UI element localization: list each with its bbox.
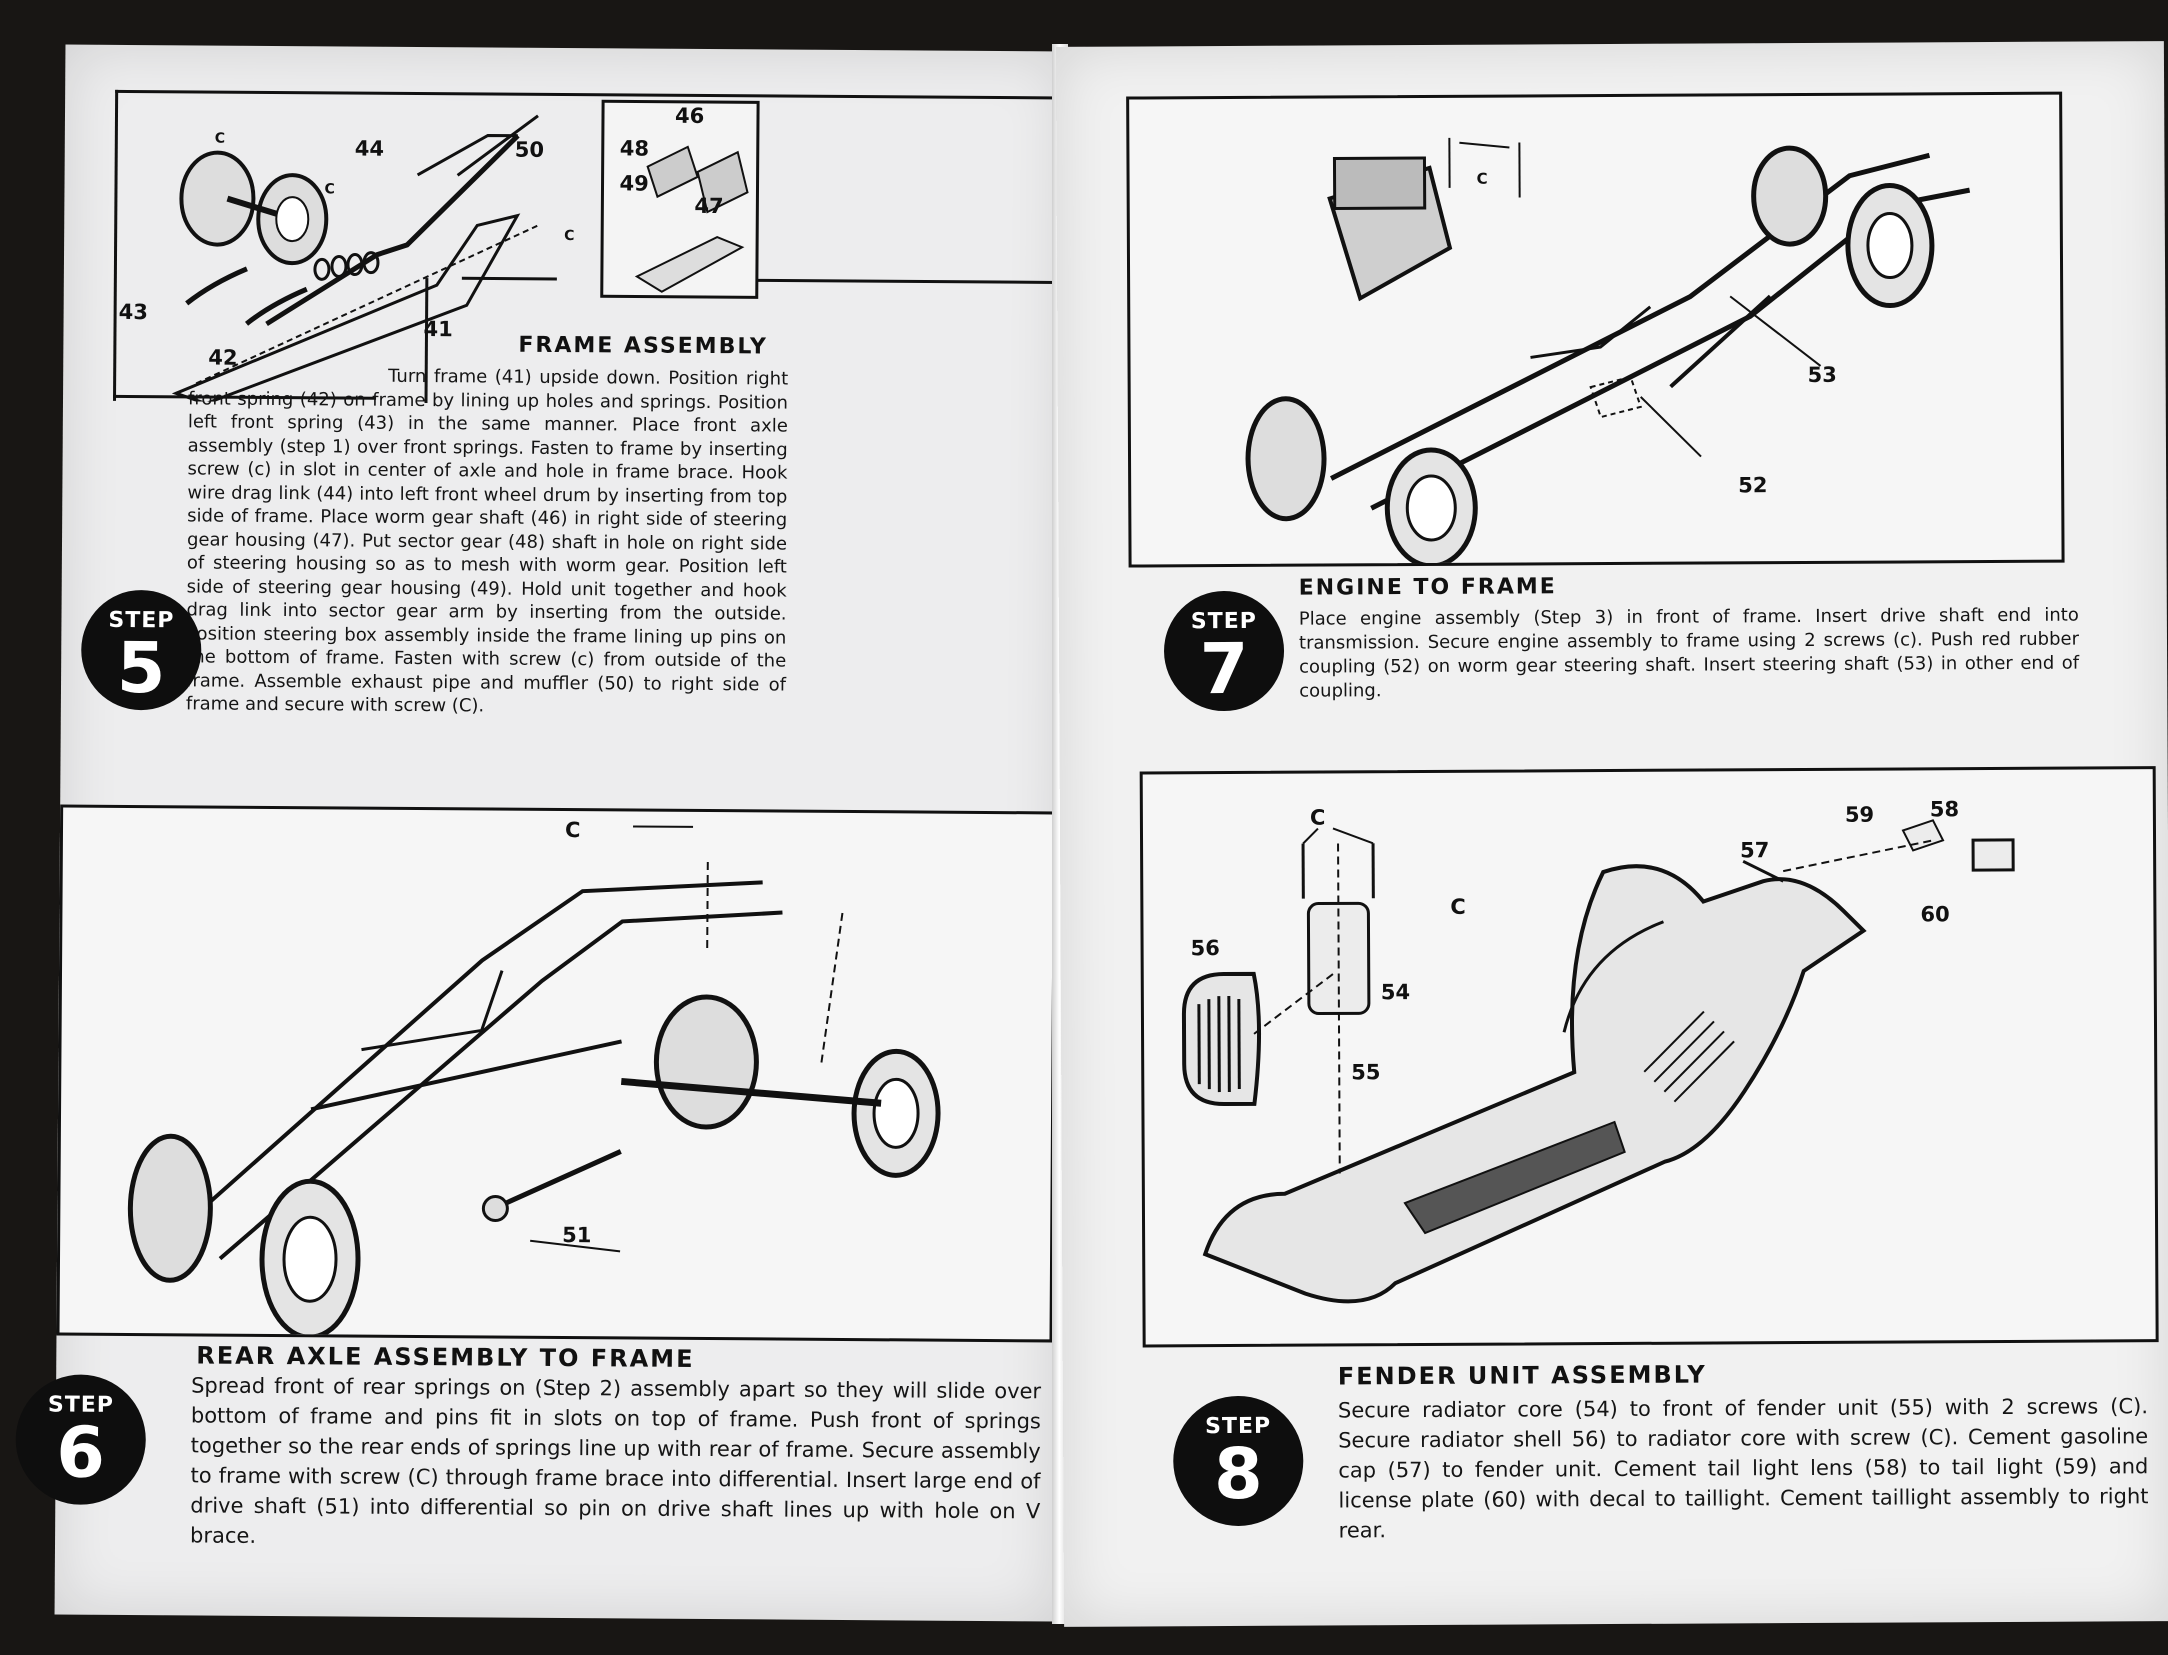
callout-53: 53 xyxy=(1807,362,1837,387)
step8-text: Secure radiator core (54) to front of fe… xyxy=(1337,1394,2149,1543)
engine-to-frame-drawing xyxy=(1245,137,1971,565)
callout-54: 54 xyxy=(1380,980,1411,1005)
step8-badge-number: 8 xyxy=(1213,1432,1263,1516)
callout-c-top: C xyxy=(1309,805,1326,830)
callout-c-c: C xyxy=(564,228,575,245)
step8-title: FENDER UNIT ASSEMBLY xyxy=(1337,1360,1707,1391)
callout-c-step6: C xyxy=(564,818,581,843)
left-page: 44 50 46 48 49 47 43 42 41 C C C FRAME A… xyxy=(15,44,1066,1622)
step6-title: REAR AXLE ASSEMBLY TO FRAME xyxy=(196,1341,695,1373)
step5-illustration xyxy=(113,89,1062,408)
callout-60: 60 xyxy=(1920,902,1950,927)
step8-badge: STEP 8 xyxy=(1172,1395,1304,1527)
callout-c-a: C xyxy=(214,130,226,147)
step5-title: FRAME ASSEMBLY xyxy=(518,332,769,360)
callout-51: 51 xyxy=(562,1223,592,1248)
callout-44: 44 xyxy=(354,136,385,161)
step8-illustration xyxy=(1139,766,2159,1348)
callout-58: 58 xyxy=(1929,797,1960,822)
callout-c-step7: C xyxy=(1476,169,1488,188)
callout-46: 46 xyxy=(674,103,705,128)
step7-illustration xyxy=(1126,91,2065,568)
fender-unit-drawing xyxy=(1181,819,2015,1304)
step6-text: Spread front of rear springs on (Step 2)… xyxy=(190,1373,1042,1548)
callout-48: 48 xyxy=(619,136,650,161)
callout-41: 41 xyxy=(423,317,453,342)
step5-text: Turn frame (41) upside down. Position ri… xyxy=(185,365,789,717)
callout-49: 49 xyxy=(619,171,649,196)
step6-illustration xyxy=(56,804,1057,1343)
frame-assembly-drawing xyxy=(171,99,1057,406)
right-page: C 53 52 ENGINE TO FRAME Place engine ass… xyxy=(1055,41,2168,1627)
callout-c-right: C xyxy=(1450,894,1466,919)
step5-badge-number: 5 xyxy=(116,626,166,710)
callout-52: 52 xyxy=(1738,473,1768,498)
rear-axle-drawing xyxy=(127,825,941,1340)
callout-56: 56 xyxy=(1190,936,1220,961)
callout-57: 57 xyxy=(1740,838,1770,863)
callout-59: 59 xyxy=(1844,802,1875,827)
callout-55: 55 xyxy=(1351,1060,1381,1085)
step7-text: Place engine assembly (Step 3) in front … xyxy=(1298,604,2080,702)
step7-title: ENGINE TO FRAME xyxy=(1298,574,1557,601)
step6-badge: STEP 6 xyxy=(15,1374,147,1506)
step5-badge: STEP 5 xyxy=(80,589,202,711)
step7-badge: STEP 7 xyxy=(1163,590,1285,712)
step7-badge-number: 7 xyxy=(1199,627,1249,711)
step6-badge-number: 6 xyxy=(56,1411,106,1494)
callout-50: 50 xyxy=(514,137,545,162)
callout-c-b: C xyxy=(324,181,335,198)
callout-47: 47 xyxy=(694,193,724,219)
callout-43: 43 xyxy=(118,299,148,325)
